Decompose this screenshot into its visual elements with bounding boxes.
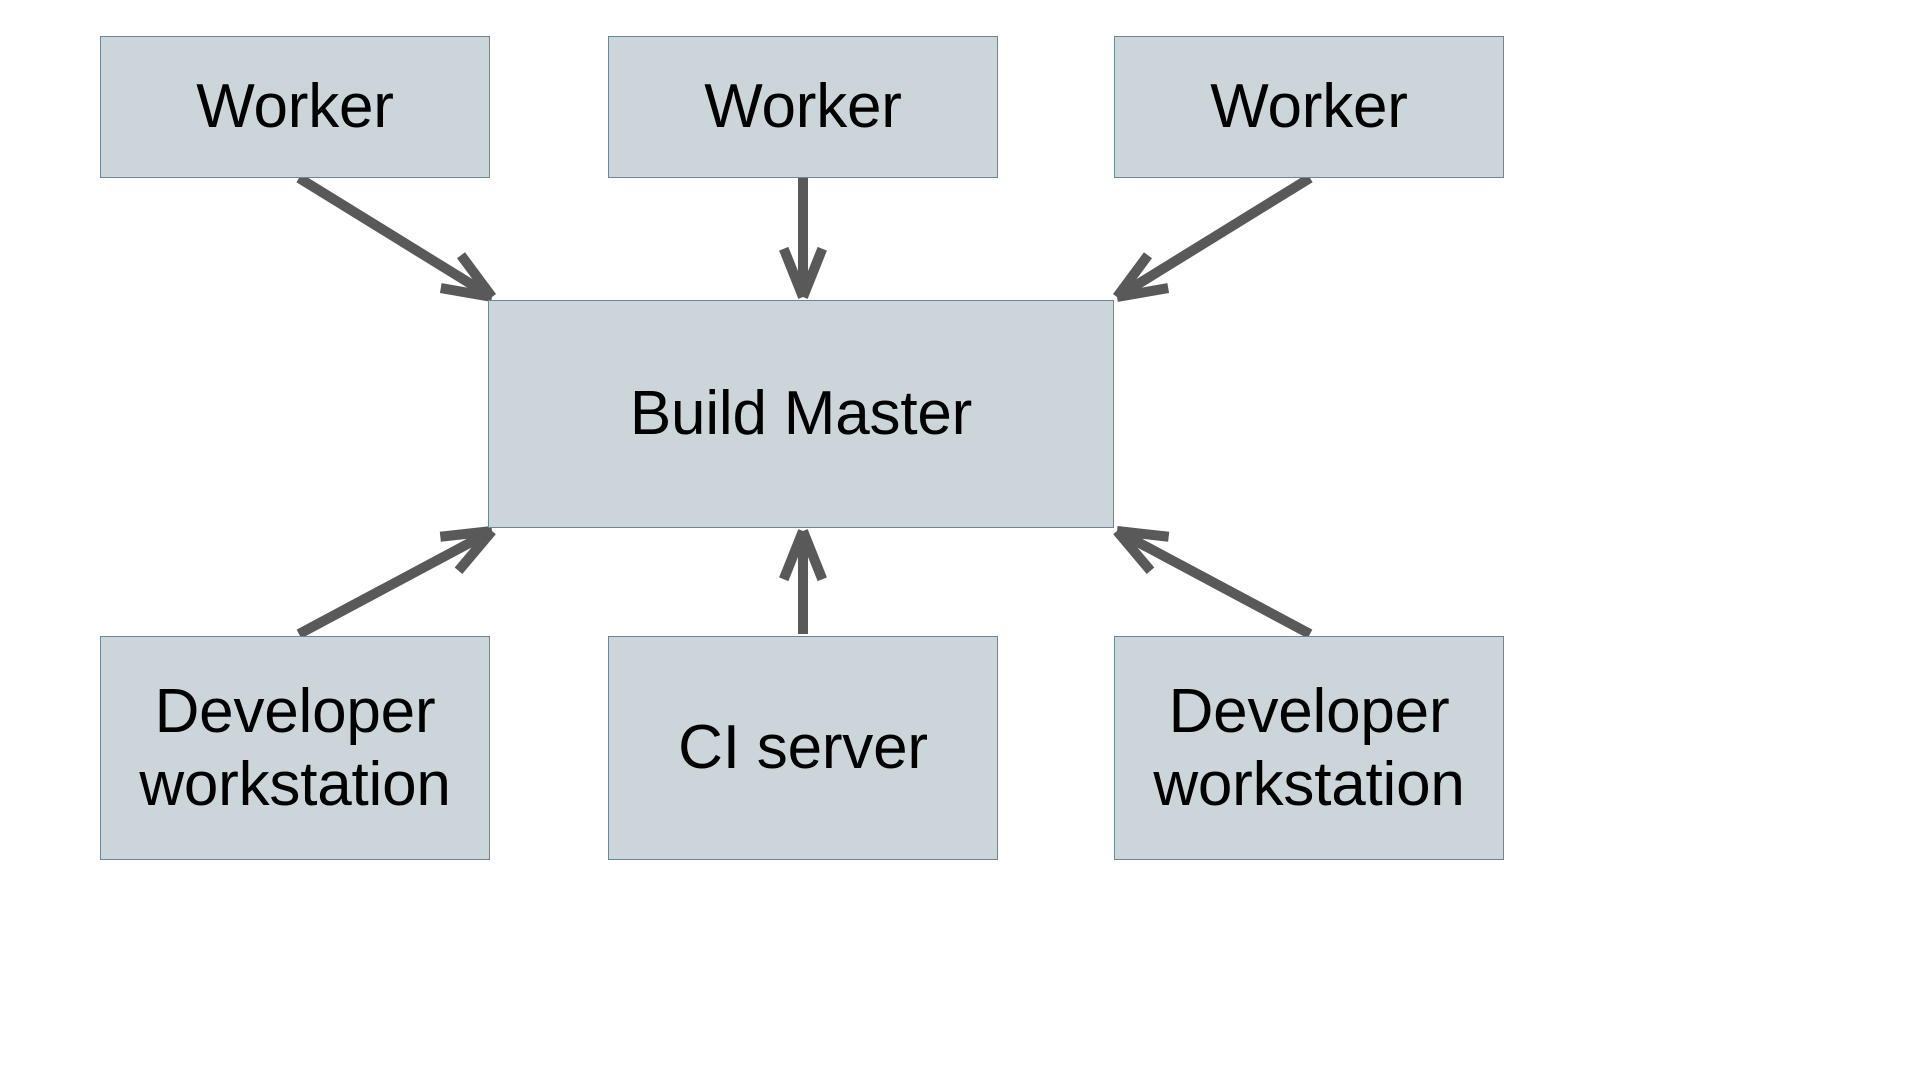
edge-worker2-to-build-master	[779, 178, 827, 299]
edge-shaft	[296, 528, 491, 639]
edge-shaft	[1118, 528, 1313, 639]
edge-arrowhead-barb	[1113, 527, 1155, 574]
edge-arrowhead-barb	[779, 529, 808, 582]
edge-developer-left-to-build-master	[296, 526, 496, 639]
edge-arrowhead-barb	[439, 283, 493, 302]
edge-arrowhead-barb	[454, 527, 496, 574]
node-label: CI server	[678, 713, 928, 783]
node-label: Worker	[1210, 72, 1408, 142]
edge-arrowhead-barb	[1112, 252, 1152, 300]
node-worker-2[interactable]: Worker	[608, 36, 998, 178]
edge-arrowhead-barb	[457, 252, 497, 300]
node-label: Developer workstation	[1153, 676, 1465, 819]
edge-shaft	[1117, 173, 1313, 300]
node-build-master[interactable]: Build Master	[488, 300, 1114, 528]
edge-worker3-to-build-master	[1112, 173, 1313, 302]
node-label: Worker	[704, 72, 902, 142]
edge-arrowhead-barb	[779, 246, 808, 299]
node-worker-1[interactable]: Worker	[100, 36, 490, 178]
edge-arrowhead-barb	[798, 529, 827, 582]
edge-arrowhead-barb	[798, 246, 827, 299]
edge-arrowhead-barb	[1116, 526, 1170, 542]
node-label: Developer workstation	[139, 676, 451, 819]
node-worker-3[interactable]: Worker	[1114, 36, 1504, 178]
node-label: Worker	[196, 72, 394, 142]
edge-ci-server-to-build-master	[779, 529, 827, 634]
edge-worker1-to-build-master	[296, 173, 497, 302]
node-ci-server[interactable]: CI server	[608, 636, 998, 860]
node-label: Build Master	[629, 379, 973, 449]
node-developer-workstation-left[interactable]: Developer workstation	[100, 636, 490, 860]
edge-arrowhead-barb	[1116, 283, 1170, 302]
edge-developer-right-to-build-master	[1113, 526, 1313, 639]
edge-arrowhead-barb	[439, 526, 493, 542]
node-developer-workstation-right[interactable]: Developer workstation	[1114, 636, 1504, 860]
edge-shaft	[296, 173, 492, 300]
